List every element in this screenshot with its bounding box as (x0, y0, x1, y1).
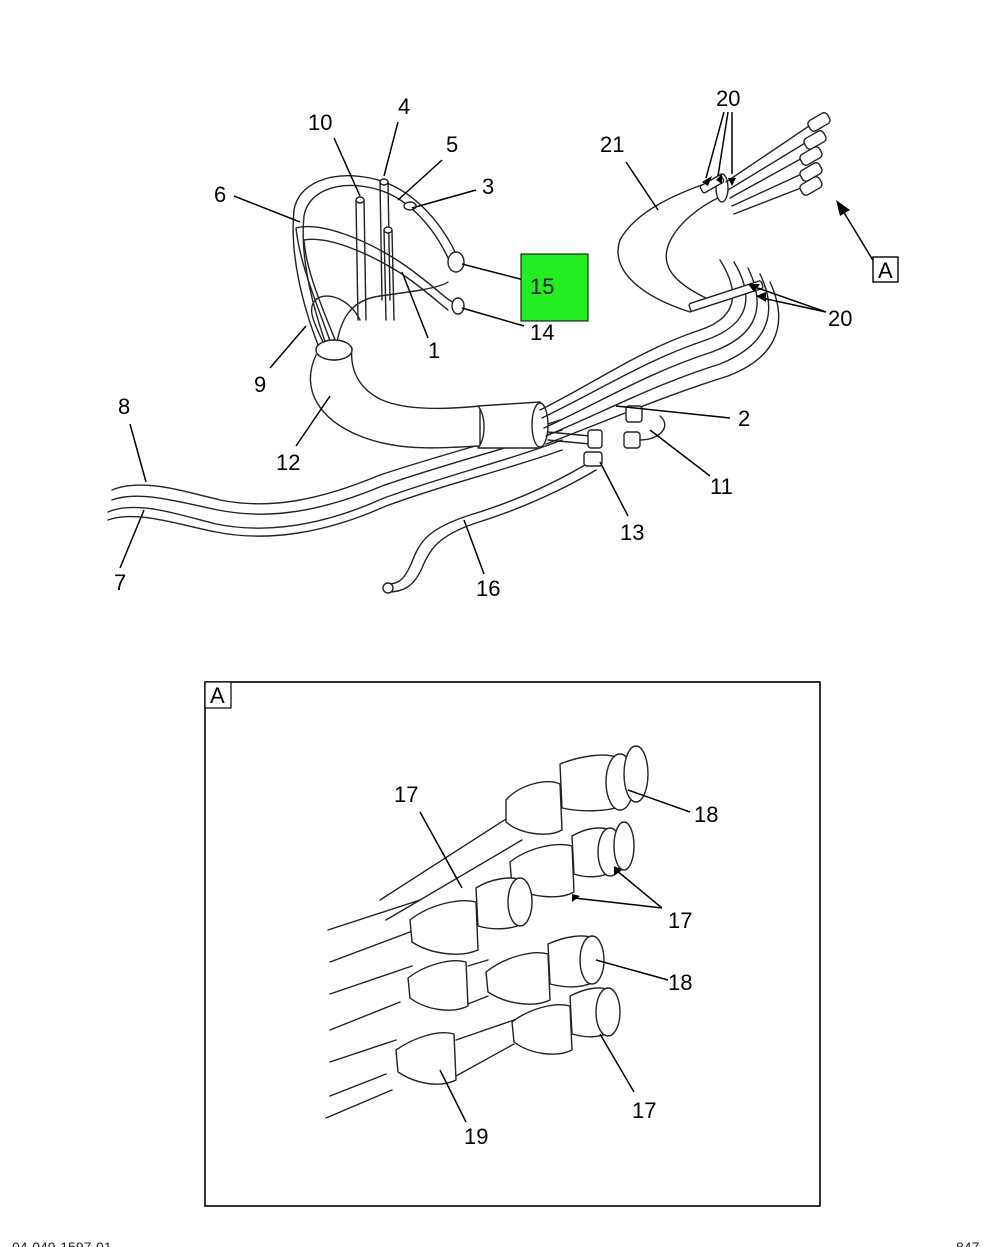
callout-15: 15 (530, 274, 554, 299)
callout-6: 6 (214, 182, 226, 207)
detail-fittings-drawing (325, 745, 649, 1119)
callout-2: 2 (738, 406, 750, 431)
callout-21: 21 (600, 132, 624, 157)
detail-view-a: A (204, 681, 821, 1207)
callout-10: 10 (308, 110, 332, 135)
callout-20-right: 20 (828, 306, 852, 331)
sleeve-21 (617, 173, 729, 313)
callout-18-top: 18 (694, 802, 718, 827)
callout-16: 16 (476, 576, 500, 601)
leader-lines-detail (419, 789, 691, 1123)
callout-4: 4 (398, 94, 410, 119)
callout-19: 19 (464, 1124, 488, 1149)
detail-view-title: A (210, 683, 225, 708)
callout-1: 1 (428, 338, 440, 363)
callout-11: 11 (710, 474, 733, 499)
callout-8: 8 (118, 394, 130, 419)
callout-5: 5 (446, 132, 458, 157)
footer: 04-049-1597-01 847 (12, 1239, 980, 1247)
callout-20-top: 20 (716, 86, 740, 111)
callout-12: 12 (276, 450, 300, 475)
upper-left-lines (292, 175, 465, 361)
hose-16 (382, 461, 597, 594)
callouts-detail: 17 18 17 18 17 19 (394, 782, 718, 1149)
callout-17-right: 17 (668, 908, 692, 933)
view-a-reference: A (872, 256, 899, 283)
view-a-reference-label: A (878, 258, 893, 283)
highlight-box-15 (520, 253, 589, 322)
hose-bundle-right (539, 259, 780, 467)
hose-end-fittings (688, 112, 831, 312)
callout-14: 14 (530, 320, 554, 345)
footer-page-number: 847 (956, 1239, 980, 1247)
callout-18-lower: 18 (668, 970, 692, 995)
leader-lines-main (119, 111, 875, 575)
sleeve-12 (309, 339, 549, 449)
callout-17-bottom: 17 (632, 1098, 656, 1123)
callout-3: 3 (482, 174, 494, 199)
callout-7: 7 (114, 570, 126, 595)
footer-left-code: 04-049-1597-01 (12, 1239, 112, 1247)
callout-17-top: 17 (394, 782, 418, 807)
hose-assembly-drawing: 1 2 3 4 5 6 7 8 9 10 11 12 13 14 15 16 2… (107, 86, 899, 601)
callout-9: 9 (254, 372, 266, 397)
callouts-main: 1 2 3 4 5 6 7 8 9 10 11 12 13 14 15 16 2… (114, 86, 852, 601)
callout-13: 13 (620, 520, 644, 545)
